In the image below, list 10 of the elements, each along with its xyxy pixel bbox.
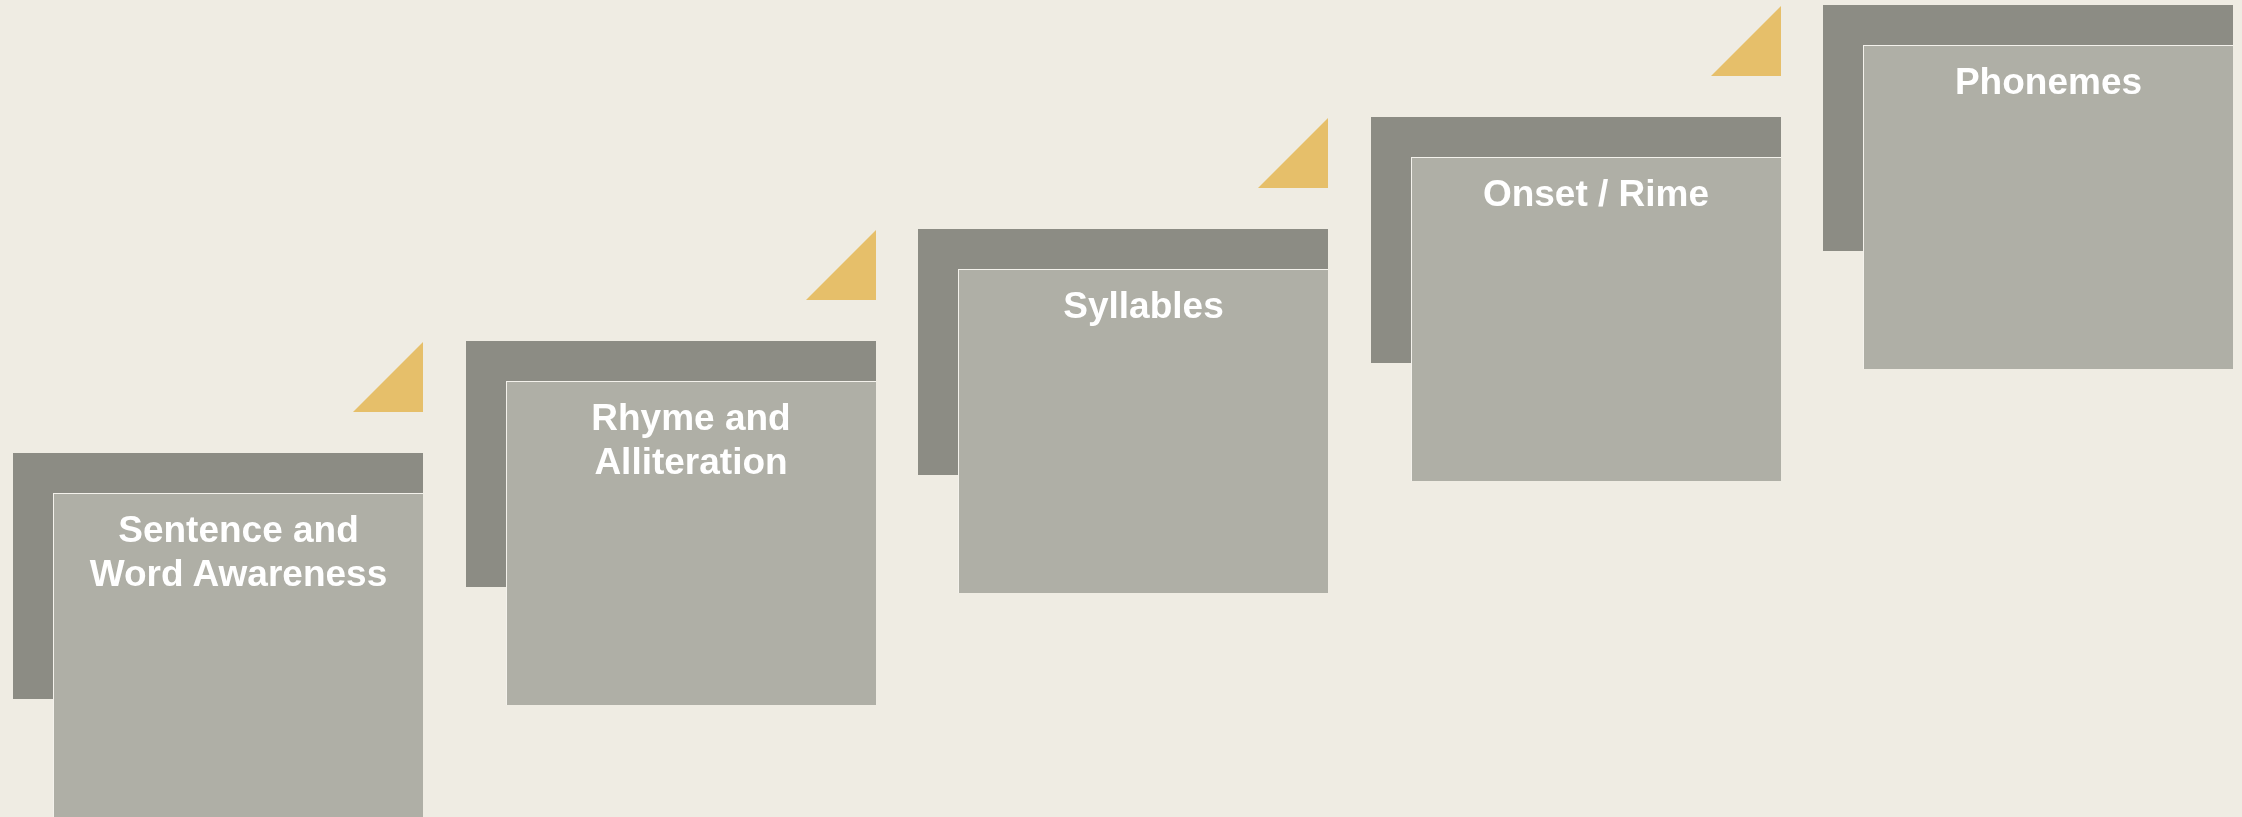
step-label: Onset / Rime xyxy=(1481,172,1711,216)
step-box xyxy=(53,493,423,817)
step-box xyxy=(958,269,1328,593)
step-label: Sentence and Word Awareness xyxy=(88,508,389,596)
step-label: Phonemes xyxy=(1953,60,2144,104)
step-box xyxy=(505,381,876,705)
step-label: Syllables xyxy=(1062,284,1225,328)
step-box xyxy=(1410,157,1781,481)
step-box xyxy=(1863,45,2233,369)
step-label: Rhyme and Alliteration xyxy=(590,396,792,484)
